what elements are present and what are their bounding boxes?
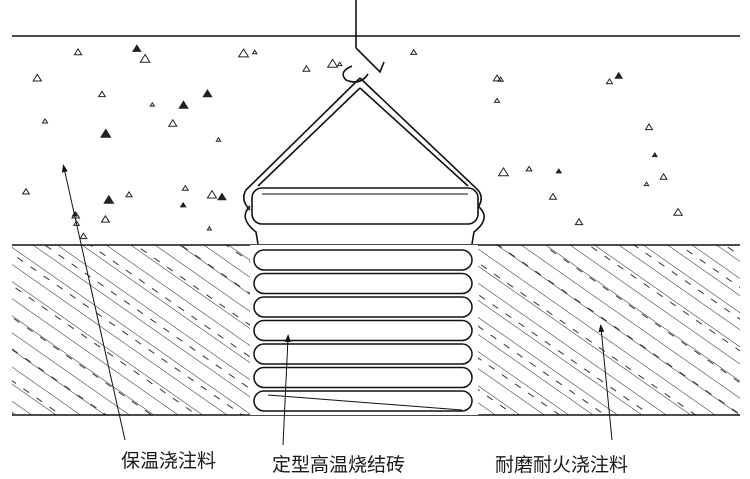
speck bbox=[41, 117, 49, 124]
brick-head bbox=[251, 187, 479, 225]
speck bbox=[206, 225, 213, 231]
speck bbox=[672, 207, 684, 216]
aggregate-specks bbox=[21, 44, 684, 240]
speck bbox=[139, 53, 151, 63]
speck bbox=[525, 165, 533, 172]
speck bbox=[643, 181, 650, 187]
speck bbox=[99, 128, 112, 138]
leader-wear bbox=[598, 324, 613, 441]
speck bbox=[555, 168, 563, 174]
speck bbox=[605, 77, 614, 85]
speck bbox=[217, 192, 227, 201]
speck bbox=[21, 187, 31, 195]
shaped-brick bbox=[250, 245, 478, 415]
insulation-layer bbox=[12, 35, 740, 240]
label-insulation-castable: 保温浇注料 bbox=[121, 450, 217, 472]
speck bbox=[202, 89, 213, 98]
speck bbox=[73, 48, 83, 56]
brick-coil bbox=[253, 366, 473, 389]
brick-coil bbox=[253, 343, 473, 365]
brick-coils bbox=[253, 249, 473, 412]
hanger-ring bbox=[342, 65, 369, 83]
speck bbox=[79, 232, 88, 240]
speck bbox=[32, 73, 43, 82]
speck bbox=[644, 123, 654, 131]
speck bbox=[574, 217, 584, 226]
speck bbox=[651, 152, 658, 158]
speck bbox=[179, 201, 187, 208]
speck bbox=[493, 97, 501, 103]
speck bbox=[181, 184, 190, 191]
speck bbox=[178, 100, 189, 109]
speck bbox=[548, 192, 558, 200]
label-wear-resistant-castable: 耐磨耐火浇注料 bbox=[495, 454, 629, 476]
speck bbox=[125, 190, 134, 198]
speck bbox=[149, 101, 156, 107]
brick-coil bbox=[253, 272, 473, 295]
speck bbox=[100, 214, 111, 223]
speck bbox=[326, 58, 339, 68]
speck bbox=[497, 76, 505, 82]
speck bbox=[206, 189, 218, 199]
brick-coil bbox=[253, 390, 473, 412]
speck bbox=[215, 136, 222, 142]
speck bbox=[237, 48, 250, 58]
speck bbox=[302, 64, 311, 72]
label-shaped-brick: 定型高温烧结砖 bbox=[272, 454, 406, 476]
leader-brick bbox=[282, 334, 291, 446]
speck bbox=[336, 61, 343, 67]
hanger-hook bbox=[355, 47, 385, 74]
speck bbox=[614, 71, 624, 79]
speck bbox=[659, 172, 668, 180]
speck bbox=[167, 118, 178, 127]
speck bbox=[132, 44, 142, 52]
leader-insulation bbox=[61, 164, 126, 441]
hanger bbox=[242, 0, 485, 245]
speck bbox=[497, 166, 510, 177]
wear-resistant-layer bbox=[12, 244, 740, 416]
speck bbox=[409, 48, 418, 55]
speck bbox=[97, 90, 107, 98]
brick-coil bbox=[253, 249, 473, 271]
brick-coil bbox=[253, 296, 473, 318]
speck bbox=[492, 74, 502, 82]
speck bbox=[251, 49, 258, 55]
speck bbox=[103, 194, 115, 204]
brick-coil bbox=[253, 319, 473, 342]
